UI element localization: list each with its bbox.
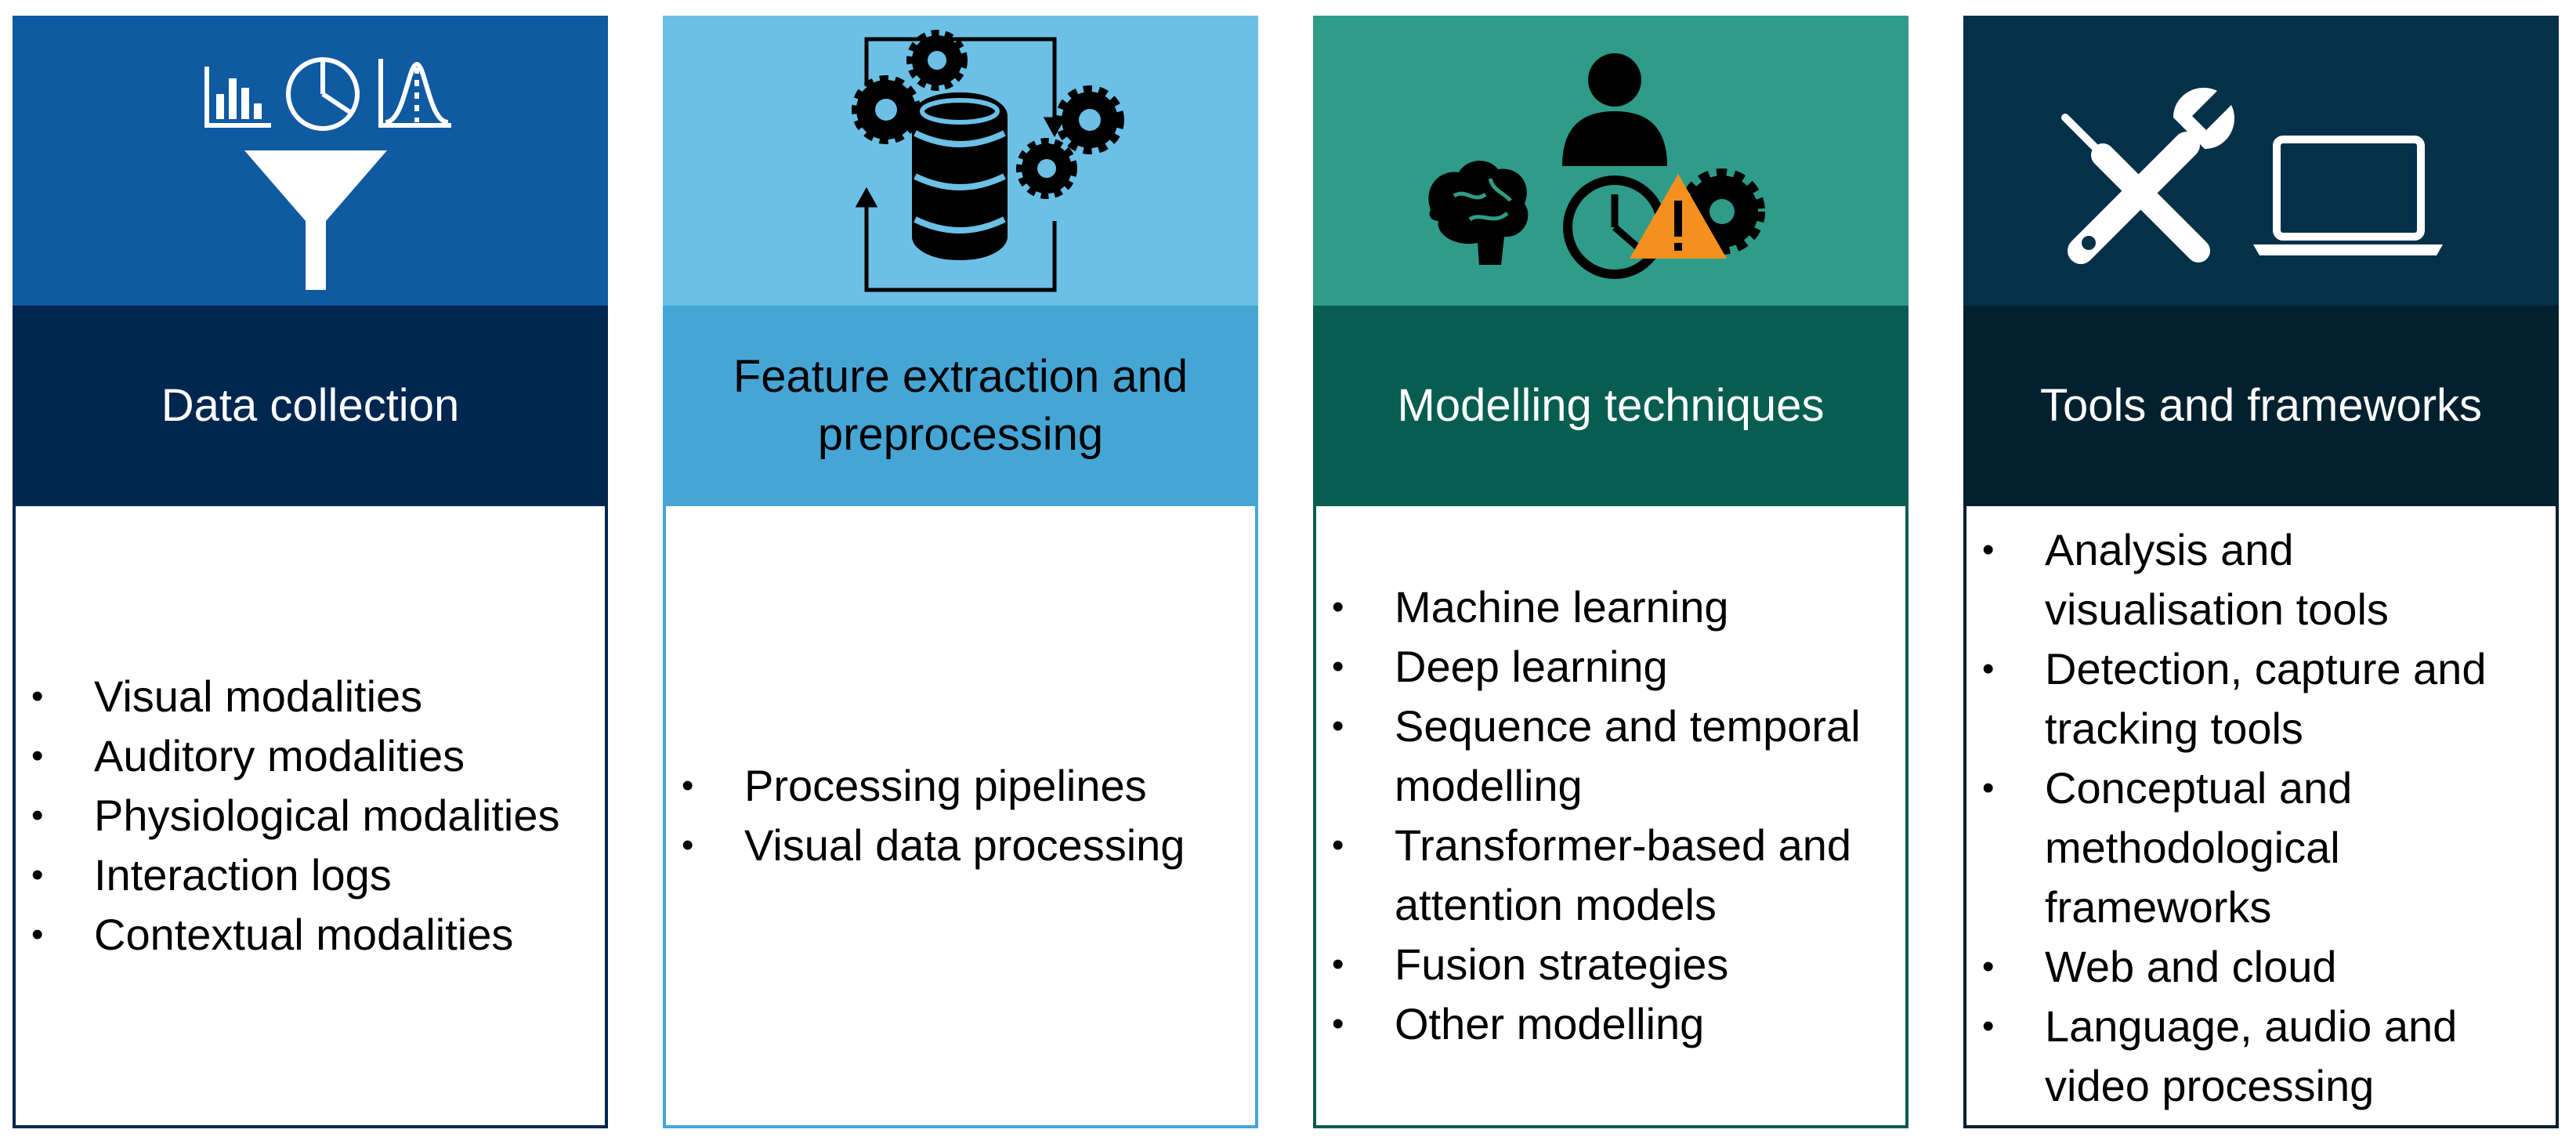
warning-icon [1630, 174, 1727, 259]
column-title: Feature extraction and preprocessing [663, 306, 1258, 506]
column-title: Data collection [13, 306, 608, 506]
bullet-list: Analysis and visualisation tools Detecti… [1966, 520, 2556, 1116]
database-icon [912, 92, 1008, 260]
column-title: Tools and frameworks [1963, 306, 2559, 506]
list-item: Analysis and visualisation tools [1982, 520, 2540, 639]
gear-icon [1055, 85, 1124, 154]
laptop-icon [2253, 136, 2443, 255]
bullet-list: Visual modalities Auditory modalities Ph… [16, 667, 605, 965]
list-item: Detection, capture and tracking tools [1982, 639, 2540, 758]
list-item: Auditory modalities [31, 726, 589, 786]
bar-chart-icon [204, 67, 271, 128]
column-tools-frameworks: Tools and frameworks Analysis and visual… [1963, 16, 2559, 1128]
column-body: Analysis and visualisation tools Detecti… [1963, 506, 2559, 1128]
screwdriver-icon [2061, 114, 2210, 262]
wrench-icon [2068, 87, 2235, 264]
list-item: Interaction logs [31, 845, 589, 905]
bullet-list: Machine learning Deep learning Sequence … [1316, 577, 1905, 1054]
list-item: Sequence and temporal modelling [1332, 697, 1890, 816]
list-item: Contextual modalities [31, 905, 589, 965]
list-item: Machine learning [1332, 577, 1890, 637]
icon-panel [1313, 16, 1908, 306]
list-item: Fusion strategies [1332, 935, 1890, 994]
icon-panel [1963, 16, 2559, 306]
gear-icon [852, 75, 921, 144]
column-body: Machine learning Deep learning Sequence … [1313, 506, 1908, 1128]
gear-icon [906, 30, 968, 91]
column-body: Processing pipelines Visual data process… [663, 506, 1258, 1128]
list-item: Web and cloud [1982, 937, 2540, 997]
list-item: Other modelling [1332, 994, 1890, 1054]
list-item: Visual data processing [682, 816, 1239, 875]
list-item: Processing pipelines [682, 756, 1239, 816]
gear-icon [1016, 138, 1077, 199]
person-icon [1562, 53, 1667, 166]
list-item: Visual modalities [31, 667, 589, 726]
column-title: Modelling techniques [1313, 306, 1908, 506]
list-item: Physiological modalities [31, 786, 589, 845]
list-item: Conceptual and methodological frameworks [1982, 758, 2540, 937]
list-item: Deep learning [1332, 637, 1890, 697]
bullet-list: Processing pipelines Visual data process… [666, 756, 1255, 875]
icon-panel [663, 16, 1258, 306]
brain-icon [1428, 161, 1529, 265]
funnel-icon [244, 150, 387, 290]
icon-panel [13, 16, 608, 306]
column-feature-extraction: Feature extraction and preprocessing Pro… [663, 16, 1258, 1128]
distribution-curve-icon [378, 59, 451, 128]
column-modelling-techniques: Modelling techniques Machine learning De… [1313, 16, 1908, 1128]
column-body: Visual modalities Auditory modalities Ph… [13, 506, 608, 1128]
list-item: Language, audio and video processing [1982, 997, 2540, 1116]
column-data-collection: Data collection Visual modalities Audito… [13, 16, 608, 1128]
pie-chart-icon [286, 57, 360, 131]
list-item: Transformer-based and attention models [1332, 816, 1890, 935]
